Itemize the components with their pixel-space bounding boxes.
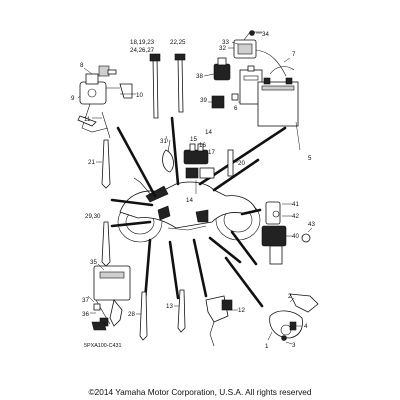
fuse-relay-group [162,139,234,179]
label-8: 8 [80,62,84,69]
label-24-26-27: 24,26,27 [130,47,155,54]
label-12: 12 [238,307,245,314]
bottom-bands [139,289,186,341]
control-unit-group [93,265,131,327]
label-9: 9 [71,95,75,102]
label-1: 1 [265,343,269,350]
label-32: 32 [219,45,226,52]
label-4: 4 [304,323,308,330]
label-42: 42 [292,213,299,220]
label-13: 13 [166,303,173,310]
battery-relay-group [211,31,299,127]
label-31: 31 [160,138,167,145]
label-36: 36 [82,311,89,318]
label-20: 20 [238,160,245,167]
label-43: 43 [308,221,315,228]
main-switch-group [77,65,133,139]
diagram-code: 5PXA100-C431 [84,343,121,349]
handlebar-switch-group [269,293,319,341]
label-33: 33 [222,39,229,46]
label-14-center: 14 [186,197,193,204]
label-18-19-23: 18,19,23 [130,39,155,46]
label-15: 15 [190,136,197,143]
label-2: 2 [288,293,292,300]
label-3: 3 [292,342,296,349]
label-17: 17 [208,149,215,156]
label-7: 7 [292,51,296,58]
ignition-coil-group [261,201,311,265]
label-34: 34 [262,31,269,38]
motorcycle-silhouette [117,177,261,243]
label-37: 37 [82,297,89,304]
label-21: 21 [88,159,95,166]
label-41: 41 [292,201,299,208]
label-14-top: 14 [205,129,212,136]
label-6: 6 [234,105,238,112]
copyright-notice: ©2014 Yamaha Motor Corporation, U.S.A. A… [88,387,311,397]
sensor-group [205,295,233,347]
label-39: 39 [200,97,207,104]
label-10: 10 [136,92,143,99]
label-22-25: 22,25 [170,39,186,46]
label-38: 38 [196,73,203,80]
label-40: 40 [292,233,299,240]
left-bands [101,139,111,267]
label-29-30: 29,30 [85,213,101,220]
label-35: 35 [90,259,97,266]
callout-lines [110,116,287,308]
label-28: 28 [128,311,135,318]
cable-ties [149,53,186,119]
label-5: 5 [308,155,312,162]
label-11: 11 [84,116,91,123]
label-16: 16 [199,142,206,149]
